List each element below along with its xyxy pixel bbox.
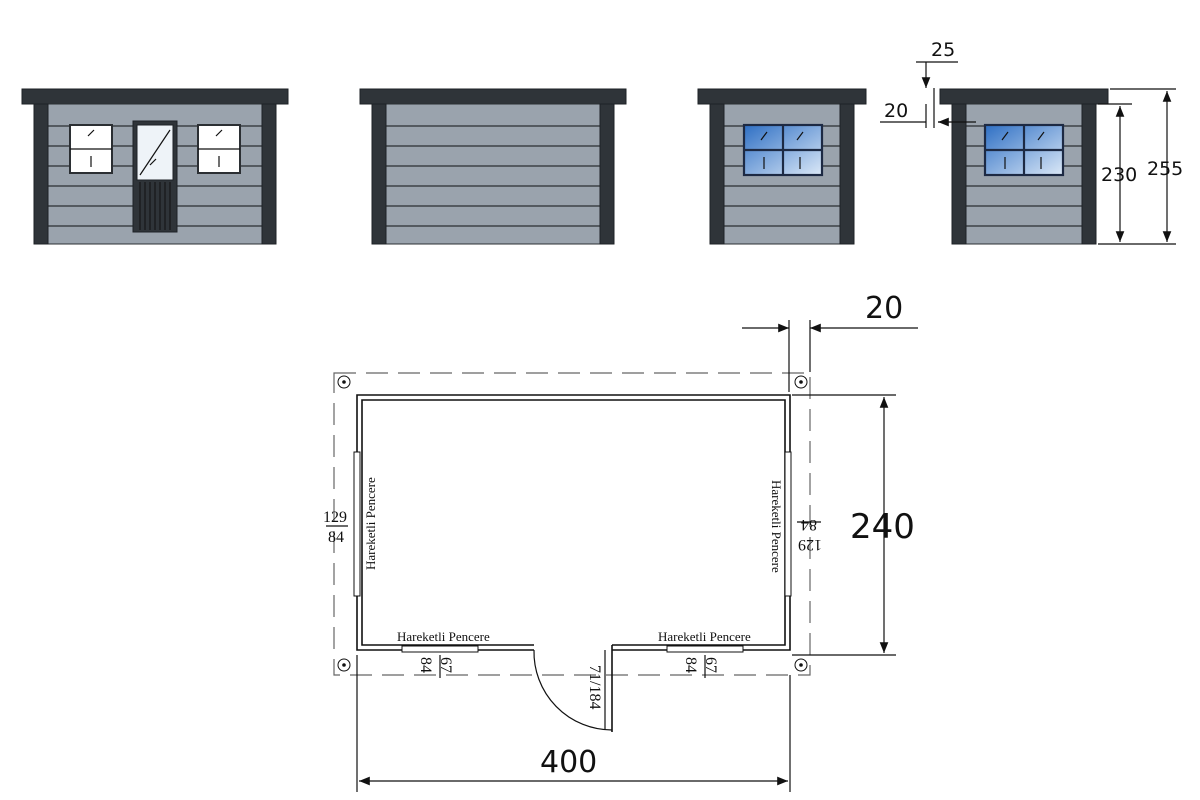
- back-elevation: [359, 88, 627, 245]
- bottom-left-window-size-b: 67: [437, 657, 454, 673]
- right-window-label: Hareketli Pencere: [769, 480, 784, 573]
- left-window-label: Hareketli Pencere: [363, 477, 378, 570]
- left-window-size-top: 129: [323, 509, 347, 526]
- wall-height-label: 230: [1101, 164, 1137, 186]
- plan-windows: [353, 451, 792, 653]
- height-dimension-lines: [1098, 88, 1176, 245]
- side-elevation-left: [697, 88, 867, 245]
- roof-thickness-label: 25: [931, 39, 955, 61]
- front-window-left: [69, 124, 113, 174]
- width-label: 400: [540, 745, 597, 780]
- bottom-right-window-label: Hareketli Pencere: [658, 629, 751, 644]
- roof-dimension-marks: [880, 61, 976, 128]
- corner-posts: [337, 375, 808, 672]
- back-siding: [386, 125, 600, 227]
- eave-overhang-label: 20: [884, 100, 908, 122]
- left-window-size-bottom: 84: [328, 529, 344, 546]
- plan-door: [533, 649, 613, 731]
- front-window-right: [197, 124, 241, 174]
- right-window-size-bottom: 84: [801, 516, 817, 533]
- corner-offset-label: 20: [865, 291, 903, 326]
- total-height-label: 255: [1147, 158, 1183, 180]
- bottom-right-window-size-b: 67: [702, 657, 719, 673]
- side-right-window: [983, 123, 1065, 177]
- bottom-right-window-size-a: 84: [682, 657, 699, 673]
- right-window-size-top: 129: [798, 536, 822, 553]
- corner-offset-dimension: [742, 320, 918, 392]
- depth-dimension: [792, 394, 896, 656]
- front-door: [132, 120, 178, 233]
- bottom-left-window-size-a: 84: [417, 657, 434, 673]
- door-size-label: 71/184: [586, 665, 603, 709]
- depth-label: 240: [850, 507, 915, 547]
- floor-plan: Hareketli Pencere Hareketli Pencere Hare…: [323, 291, 918, 792]
- width-dimension: [356, 655, 791, 792]
- side-left-window: [742, 123, 824, 177]
- bottom-left-window-label: Hareketli Pencere: [397, 629, 490, 644]
- side-elevation-right: 25 20 230 255: [880, 39, 1183, 245]
- roof-outline: [333, 372, 811, 676]
- front-elevation: [21, 88, 289, 245]
- plan-walls: [356, 394, 791, 732]
